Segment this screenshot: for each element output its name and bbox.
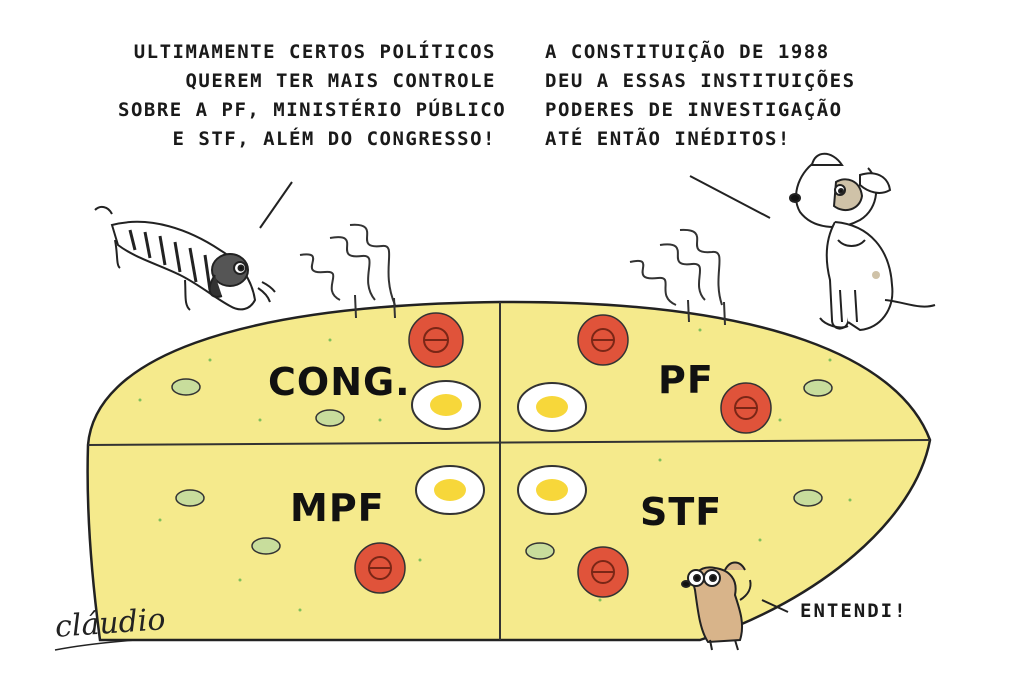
egg	[517, 465, 587, 515]
sitting-dog	[789, 152, 936, 332]
speech-line: até então inéditos!	[545, 128, 791, 150]
speech-line: poderes de investigação	[545, 99, 843, 121]
speech-line: deu a essas instituições	[545, 70, 856, 92]
egg	[415, 465, 485, 515]
speech-pointer-left	[259, 181, 293, 229]
speech-pointer-right	[689, 175, 771, 219]
speech-text-left: Ultimamente certos políticos querem ter …	[118, 38, 507, 154]
egg	[411, 380, 481, 430]
tomato	[577, 546, 629, 598]
slice-label-mpf: MPF	[290, 486, 385, 530]
speech-line: querem ter mais controle	[185, 70, 496, 92]
dachshund-dog	[94, 205, 276, 311]
speech-line: Ultimamente certos políticos	[133, 41, 496, 63]
tomato	[408, 312, 464, 368]
reply-pointer	[761, 599, 789, 613]
speech-line: A Constituição de 1988	[545, 41, 830, 63]
slice-label-cong: CONG.	[268, 360, 411, 404]
slice-label-stf: STF	[640, 490, 723, 534]
tomato	[577, 314, 629, 366]
egg	[517, 382, 587, 432]
eggs	[411, 380, 587, 515]
pizza	[86, 300, 932, 642]
tomatoes	[354, 312, 772, 598]
steam	[299, 223, 726, 326]
tomato	[720, 382, 772, 434]
reply-text: ENTENDI!	[800, 600, 908, 622]
small-brown-dog	[681, 561, 752, 651]
tomato	[354, 542, 406, 594]
speech-text-right: A Constituição de 1988 deu a essas insti…	[545, 38, 856, 154]
slice-label-pf: PF	[658, 358, 714, 402]
speech-line: e STF, além do Congresso!	[172, 128, 496, 150]
signature-underline	[54, 639, 136, 651]
speech-line: sobre a PF, Ministério Público	[118, 99, 507, 121]
pizza-cut-horizontal	[87, 439, 931, 446]
